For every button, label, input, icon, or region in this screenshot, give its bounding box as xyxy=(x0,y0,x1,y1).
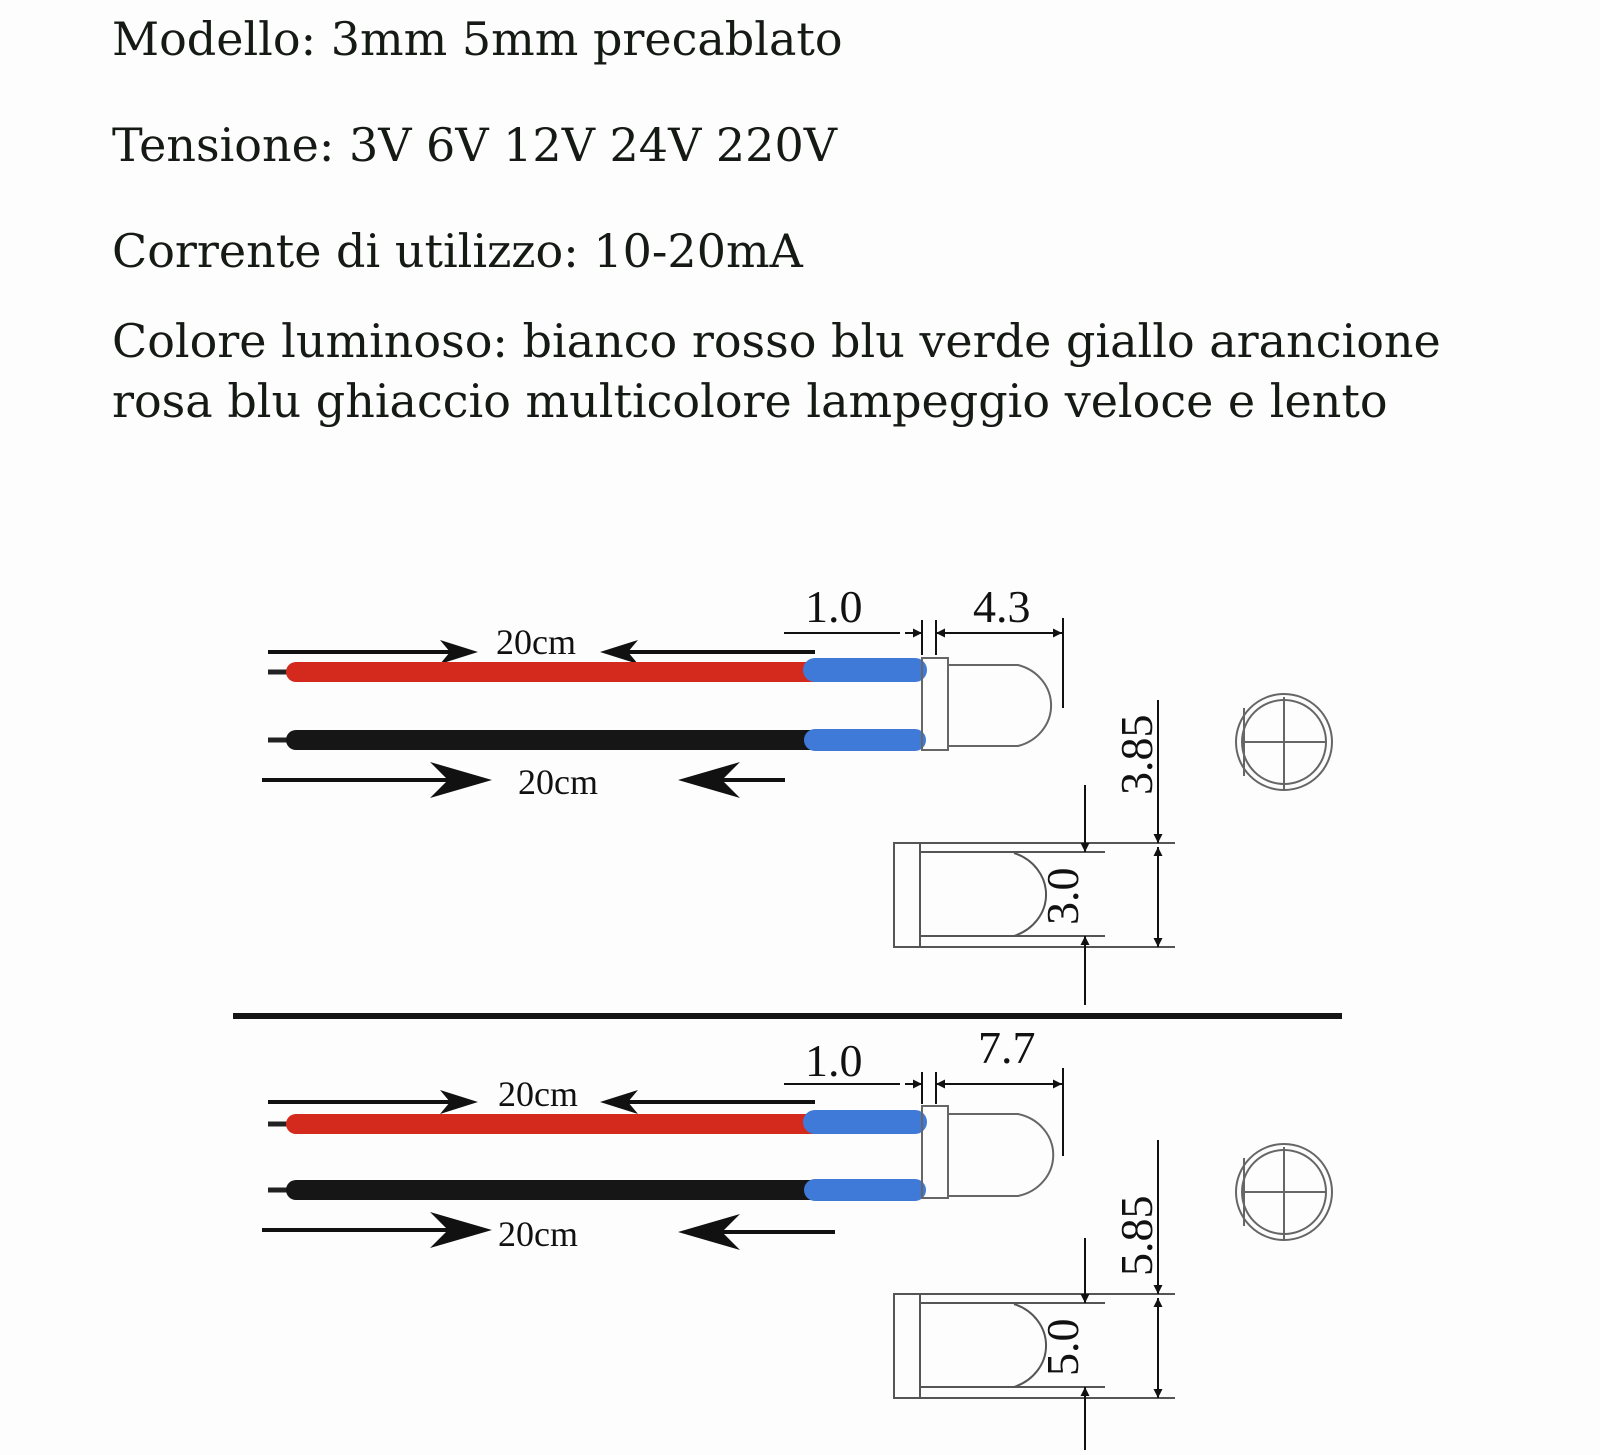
lens-diameter-label-5mm: 5.0 xyxy=(1037,1319,1088,1377)
led-lens-5mm xyxy=(948,1113,1055,1197)
led-3mm-drawing: 20cm 20cm 1.0 4.3 xyxy=(262,581,1333,1005)
lead-gap-label: 1.0 xyxy=(805,581,863,632)
body-length-label-5mm: 7.7 xyxy=(978,1022,1036,1073)
spec-voltage: Tensione: 3V 6V 12V 24V 220V xyxy=(112,118,837,172)
led-front-view xyxy=(893,842,1175,948)
wire-top-length-arrows xyxy=(268,640,815,664)
spec-color-1: Colore luminoso: bianco rosso blu verde … xyxy=(112,314,1441,368)
wire-top-length-label-5mm: 20cm xyxy=(498,1074,578,1114)
lead-gap-label-5mm: 1.0 xyxy=(805,1035,863,1086)
spec-current: Corrente di utilizzo: 10-20mA xyxy=(112,224,803,278)
body-length-label: 4.3 xyxy=(973,581,1031,632)
spec-color-2: rosa blu ghiaccio multicolore lampeggio … xyxy=(112,374,1388,428)
led-lens xyxy=(948,664,1052,747)
spec-model: Modello: 3mm 5mm precablato xyxy=(112,12,843,66)
led-top-view-symbol-5mm xyxy=(1235,1143,1333,1241)
led-top-view-symbol xyxy=(1235,693,1333,791)
led-5mm-drawing: 20cm 20cm 1.0 7.7 xyxy=(262,1022,1333,1450)
led-flange-5mm xyxy=(921,1105,949,1199)
flange-diameter-label-5mm: 5.85 xyxy=(1111,1196,1162,1277)
wire-bottom-length-arrows-5mm xyxy=(262,1212,835,1250)
wire-top-length-label: 20cm xyxy=(496,622,576,662)
led-flange xyxy=(921,657,949,751)
wire-top-length-arrows-5mm xyxy=(268,1090,815,1114)
wire-bottom-length-arrows xyxy=(262,762,785,798)
flange-diameter-label: 3.85 xyxy=(1111,715,1162,796)
wire-bottom-length-label: 20cm xyxy=(518,762,598,802)
led-front-view-5mm xyxy=(893,1293,1175,1399)
wire-bottom-length-label-5mm: 20cm xyxy=(498,1214,578,1254)
lens-diameter-label: 3.0 xyxy=(1037,868,1088,926)
